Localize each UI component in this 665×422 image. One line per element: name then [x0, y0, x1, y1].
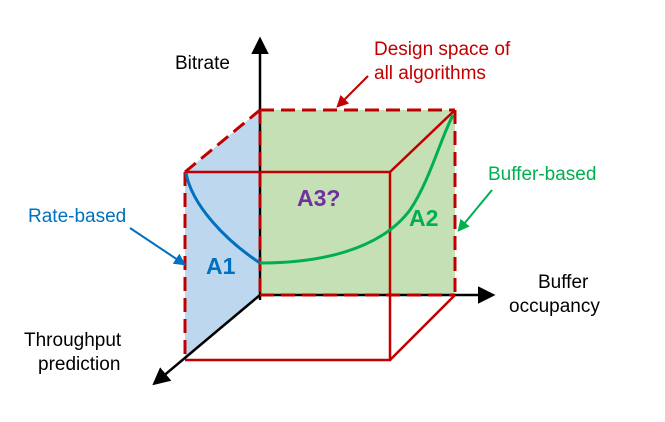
buffer-axis-label-line2: occupancy: [509, 296, 600, 317]
bitrate-axis-label: Bitrate: [175, 53, 230, 74]
region-a1-label: A1: [206, 253, 236, 279]
throughput-axis-label-line1: Throughput: [24, 330, 122, 351]
throughput-prediction-axis: [152, 294, 261, 386]
throughput-axis-label-line2: prediction: [38, 354, 120, 375]
design-space-pointer-arrow: [336, 75, 369, 108]
region-a2-label: A2: [409, 205, 438, 231]
region-a3-label: A3?: [297, 185, 340, 211]
design-space-label-line2: all algorithms: [374, 63, 486, 84]
rate-based-label: Rate-based: [28, 206, 126, 227]
buffer-based-pointer-arrow: [457, 189, 493, 232]
buffer-based-curve: [259, 114, 455, 265]
cube-top-right-edge: [389, 109, 456, 173]
buffer-axis-label-line1: Buffer: [538, 272, 589, 293]
rate-based-pointer-arrow: [129, 227, 186, 266]
rate-based-curve: [184, 172, 261, 265]
cube-bottom-right-edge: [389, 294, 456, 361]
buffer-based-label: Buffer-based: [488, 164, 596, 185]
cube-front-edges: [185, 170, 392, 362]
rate-based-face: [185, 110, 260, 360]
design-space-label-line1: Design space of: [374, 39, 511, 60]
